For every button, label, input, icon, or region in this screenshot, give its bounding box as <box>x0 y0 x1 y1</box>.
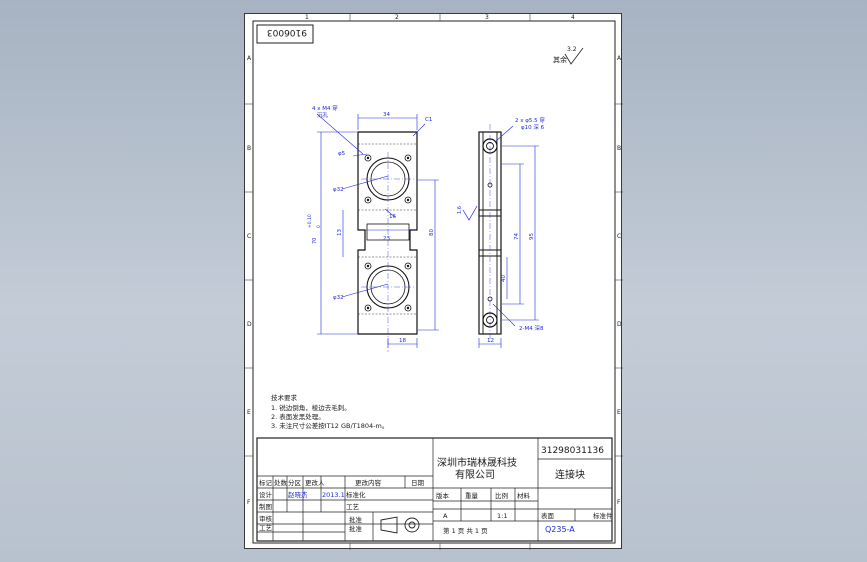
zone-left-b: B <box>247 145 251 152</box>
side-view: 2 x φ5.5 穿 φ10 深 6 1.6 74 95 40 2-M4 深8 … <box>457 116 545 348</box>
surface-value: 表面 <box>541 511 555 520</box>
front-dim-bottom: 18 <box>399 338 406 344</box>
front-note-holes: 4 x M4 穿 <box>312 104 338 112</box>
front-dim-dia-top: φ32 <box>333 187 344 193</box>
tech-item-2: 2. 表面发黑处理。 <box>271 412 325 421</box>
roughness-symbol <box>564 47 584 65</box>
front-view: 4 x M4 穿 沉孔 34 C1 φ32 φ5 70 +0.10 0 13 2… <box>307 104 439 352</box>
front-note-holes-2: 沉孔 <box>317 111 329 119</box>
front-chamfer: C1 <box>425 117 432 123</box>
zone-top-3: 3 <box>485 14 489 21</box>
approval-label: 工艺 <box>259 524 273 532</box>
front-dim-height: 70 <box>312 238 318 244</box>
designer-label: 设计 <box>259 490 273 499</box>
weight-label: 重量 <box>465 492 479 500</box>
zone-ticks <box>245 14 623 550</box>
material-value: Q235-A <box>545 525 575 534</box>
zone-left-f: F <box>247 499 251 506</box>
tech-item-3: 3. 未注尺寸公差按IT12 GB/T1804-m。 <box>271 421 388 430</box>
front-dim-height-tol-a: +0.10 <box>307 214 313 228</box>
drafter-label: 制图 <box>259 502 272 511</box>
zone-right-b: B <box>617 145 621 152</box>
scale-value: 1:1 <box>497 512 507 520</box>
zone-left-c: C <box>247 233 251 240</box>
roughness-other-label: 其余 <box>553 55 567 64</box>
title-company-line1: 深圳市瑞林晟科技 <box>437 456 517 469</box>
rev-header-person: 更改人 <box>305 478 325 487</box>
material-label: 材料 <box>517 491 531 500</box>
rev-header-count: 处数 <box>274 478 288 487</box>
rev-header-content: 更改内容 <box>355 478 382 487</box>
side-note-cbore: φ10 深 6 <box>521 123 545 131</box>
front-dim-total: 80 <box>429 229 435 236</box>
side-dim-95: 95 <box>529 233 535 240</box>
zone-right-f: F <box>617 499 621 506</box>
tech-item-1: 1. 锐边倒角，棱边去毛刺。 <box>271 403 351 412</box>
rev-header-date: 日期 <box>411 479 425 487</box>
title-part-name: 连接块 <box>555 468 585 481</box>
drawing-number-text: 9106003 <box>267 27 307 37</box>
drawing-sheet: 1 2 3 4 A B C D E F A B C D E F 9106003 … <box>244 13 623 550</box>
inner-frame <box>252 20 616 544</box>
zone-right-c: C <box>617 233 621 240</box>
scale-label: 比例 <box>495 491 508 500</box>
designer-name: 赵晓杰 <box>288 490 308 499</box>
front-dim-height-tol-b: 0 <box>316 225 322 228</box>
side-dim-74: 74 <box>514 233 520 240</box>
zone-left-d: D <box>247 321 252 328</box>
sheet-text: 第 1 页 共 1 页 <box>443 526 488 535</box>
title-drawing-code: 31298031136 <box>541 446 604 456</box>
front-dim-slot: 23 <box>383 236 390 242</box>
roughness-value: 3.2 <box>567 46 577 53</box>
version-value: A <box>443 512 448 520</box>
projection-symbol <box>380 516 420 534</box>
front-dim-dia-small: φ5 <box>338 151 346 157</box>
tech-requirements: 技术要求 1. 锐边倒角，棱边去毛刺。 2. 表面发黑处理。 3. 未注尺寸公差… <box>271 393 388 430</box>
version-label: 版本 <box>436 491 450 500</box>
process-label: 工艺 <box>346 503 360 511</box>
side-note-holes: 2 x φ5.5 穿 <box>515 116 545 124</box>
approve-label-2: 批准 <box>349 524 363 533</box>
approve-label: 批准 <box>349 515 363 524</box>
drawing-number-box <box>256 24 314 44</box>
spec-value: 标准件 <box>593 511 613 520</box>
tech-title: 技术要求 <box>271 393 298 402</box>
zone-right-e: E <box>617 409 621 416</box>
title-company-line2: 有限公司 <box>455 468 495 481</box>
zone-top-4: 4 <box>571 14 575 21</box>
zone-left-e: E <box>247 409 251 416</box>
side-note-bottom: 2-M4 深8 <box>519 324 544 332</box>
title-block: 31298031136 连接块 深圳市瑞林晟科技 有限公司 标记 处数 分区 更… <box>256 437 613 542</box>
zone-right-d: D <box>617 321 622 328</box>
zone-top-2: 2 <box>395 14 399 21</box>
design-date: 2013.1 <box>322 491 345 499</box>
side-roughness-16: 1.6 <box>457 206 463 214</box>
drawing-canvas: 1 2 3 4 A B C D E F A B C D E F 9106003 … <box>245 14 623 550</box>
front-dim-dia-bottom: φ32 <box>333 295 344 301</box>
standardization-label: 标准化 <box>346 490 366 499</box>
checker-label: 审核 <box>259 514 273 523</box>
front-dim-16: 16 <box>389 214 396 220</box>
rev-header-zone: 分区 <box>288 478 302 487</box>
zone-right-a: A <box>617 55 622 62</box>
front-dim-width: 34 <box>383 112 390 118</box>
side-dim-40: 40 <box>501 275 507 282</box>
zone-left-a: A <box>247 55 252 62</box>
rev-header-mark: 标记 <box>259 478 273 487</box>
side-dim-bottom: 12 <box>487 338 494 344</box>
zone-top-1: 1 <box>305 14 309 21</box>
front-dim-inner: 13 <box>337 229 343 236</box>
